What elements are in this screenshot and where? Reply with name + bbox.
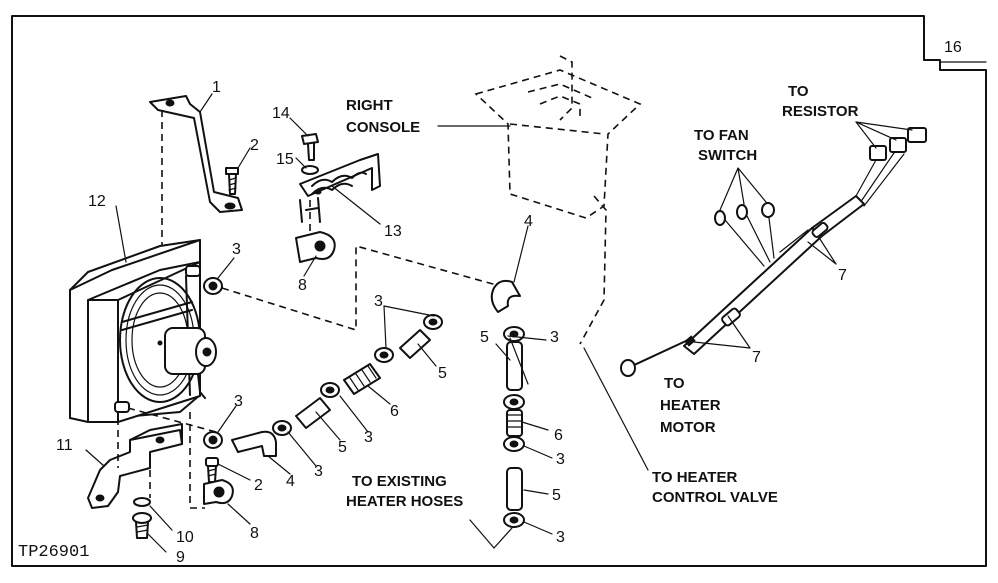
part-number-3: 3	[550, 329, 559, 346]
screw-lower	[205, 457, 219, 483]
washer-bolt	[132, 497, 152, 539]
part-number-1: 1	[212, 79, 221, 96]
label-to-heater-motor-2: HEATER	[660, 397, 721, 414]
part-numbers: 1 2 14 15 13 12 3 8 4 3 5 6 3 5 3 4 3 2 …	[56, 79, 847, 566]
part-number-2: 2	[254, 477, 263, 494]
screw-14	[301, 133, 319, 161]
label-right-console-2: CONSOLE	[346, 119, 420, 136]
part-number-13: 13	[384, 223, 402, 240]
part-number-4: 4	[286, 473, 295, 490]
label-to-heater-motor-1: TO	[664, 375, 685, 392]
part-number-3: 3	[314, 463, 323, 480]
label-to-heater-control-valve-2: CONTROL VALVE	[652, 489, 778, 506]
part-number-11: 11	[56, 437, 73, 454]
page-number: 16	[944, 39, 962, 56]
part-number-5: 5	[480, 329, 489, 346]
part-number-8: 8	[298, 277, 307, 294]
part-number-9: 9	[176, 549, 185, 566]
part-number-4: 4	[524, 213, 533, 230]
hoses	[231, 279, 523, 511]
label-to-heater-control-valve-1: TO HEATER	[652, 469, 737, 486]
wiring-harness	[620, 127, 927, 377]
part-number-12: 12	[88, 193, 106, 210]
part-number-6: 6	[390, 403, 399, 420]
leader-lines	[85, 93, 913, 553]
part-number-3: 3	[556, 451, 565, 468]
part-number-5: 5	[438, 365, 447, 382]
label-to-existing-heater-hoses-2: HEATER HOSES	[346, 493, 463, 510]
right-console	[437, 55, 642, 345]
part-number-3: 3	[232, 241, 241, 258]
diagram-id: TP26901	[18, 543, 89, 562]
part-number-8: 8	[250, 525, 259, 542]
part-number-6: 6	[554, 427, 563, 444]
clamp-upper	[295, 231, 336, 263]
part-number-2: 2	[250, 137, 259, 154]
label-to-fan-switch-1: TO FAN	[694, 127, 749, 144]
label-to-resistor-1: TO	[788, 83, 809, 100]
lower-bracket	[87, 423, 183, 509]
dashed-routing	[117, 110, 501, 509]
label-to-heater-motor-3: MOTOR	[660, 419, 716, 436]
part-number-3: 3	[234, 393, 243, 410]
part-number-7: 7	[838, 267, 847, 284]
part-number-5: 5	[338, 439, 347, 456]
part-number-3: 3	[374, 293, 383, 310]
label-right-console-1: RIGHT	[346, 97, 393, 114]
label-to-resistor-2: RESISTOR	[782, 103, 859, 120]
clamp-lower	[203, 479, 234, 505]
screw-upper	[225, 167, 239, 195]
page-frame	[11, 15, 987, 567]
part-number-5: 5	[552, 487, 561, 504]
part-number-7: 7	[752, 349, 761, 366]
label-to-fan-switch-2: SWITCH	[698, 147, 757, 164]
part-number-14: 14	[272, 105, 290, 122]
heater-fan-unit	[69, 239, 217, 423]
spring-clip-13	[299, 153, 381, 223]
callout-labels: RIGHT CONSOLE TO RESISTOR TO FAN SWITCH …	[18, 39, 962, 562]
label-to-existing-heater-hoses-1: TO EXISTING	[352, 473, 447, 490]
part-number-15: 15	[276, 151, 294, 168]
part-number-3: 3	[364, 429, 373, 446]
part-number-10: 10	[176, 529, 194, 546]
upper-bracket	[149, 95, 243, 213]
hose-clamps	[203, 277, 525, 528]
part-number-3: 3	[556, 529, 565, 546]
